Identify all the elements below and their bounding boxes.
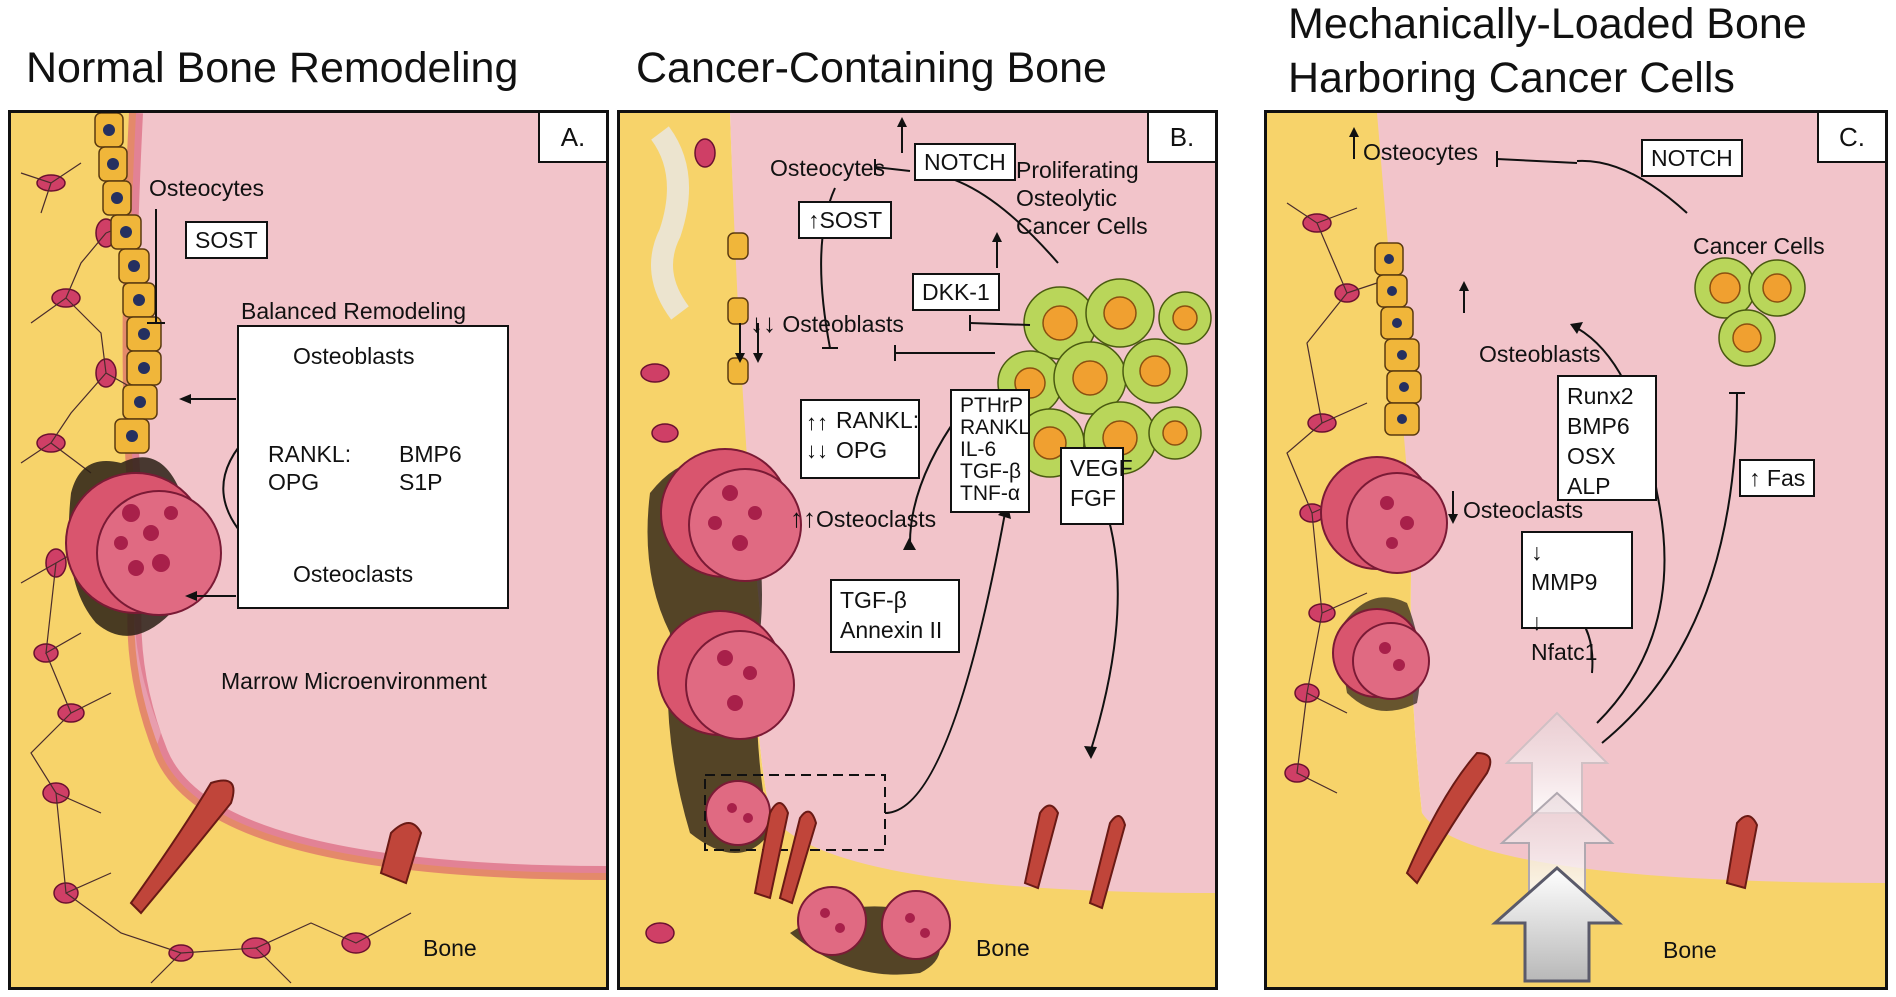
- label-osteoblasts-a: Osteoblasts: [293, 343, 415, 369]
- box-mmp9-nfatc1: ↓ MMP9 ↓ Nfatc1: [1521, 531, 1633, 665]
- label-annexin: Annexin II: [840, 617, 943, 643]
- double-up-arrow-icon: ↑↑: [790, 503, 816, 533]
- blood-vessels: [753, 802, 1127, 910]
- label-opg-a: OPG: [268, 469, 320, 495]
- label-bone-a: Bone: [423, 935, 477, 961]
- box-dkk1: DKK-1: [912, 273, 1000, 311]
- title-loaded-bone-line2: Harboring Cancer Cells: [1288, 54, 1735, 102]
- label-osteocytes-b: Osteocytes: [770, 155, 886, 181]
- label-mmp9-text: MMP9: [1531, 569, 1598, 595]
- label-balanced-remodeling: Balanced Remodeling: [241, 298, 467, 324]
- label-bone-c: Bone: [1663, 937, 1717, 963]
- label-vegf: VEGF: [1070, 455, 1133, 481]
- box-tgfb-annexin: TGF-β Annexin II: [830, 579, 960, 653]
- label-osteoclasts-b: ↑↑Osteoclasts: [790, 505, 936, 532]
- label-osteoclasts-b-text: Osteoclasts: [816, 506, 937, 532]
- label-opg-b: OPG: [836, 437, 888, 463]
- bone-region: [11, 113, 606, 987]
- marker-bmp6: BMP6: [1567, 413, 1630, 439]
- box-notch-b: NOTCH: [914, 143, 1016, 181]
- blood-vessel: [129, 779, 423, 915]
- label-osteoclasts-c: Osteoclasts: [1463, 497, 1584, 523]
- marker-alp: ALP: [1567, 473, 1611, 499]
- panel-c-letter: C.: [1817, 113, 1885, 163]
- label-rankl-b: RANKL:: [836, 407, 920, 433]
- box-sost-a: SOST: [185, 221, 268, 259]
- title-loaded-bone-line1: Mechanically-Loaded Bone: [1288, 0, 1807, 48]
- osteoclast-cells: [1320, 456, 1448, 711]
- title-normal-bone: Normal Bone Remodeling: [26, 44, 519, 92]
- label-cancer-cells-b: Cancer Cells: [1016, 213, 1148, 239]
- osteoclast-cell: [65, 457, 222, 636]
- box-fas: ↑ Fas: [1739, 459, 1816, 497]
- blood-vessels: [1405, 751, 1759, 890]
- up-arrow-icon: ↑: [808, 207, 820, 233]
- box-balanced-remodeling: [237, 325, 509, 609]
- label-osteoblasts-b-text: Osteoblasts: [782, 311, 904, 337]
- label-nfatc1-text: Nfatc1: [1531, 639, 1598, 665]
- label-osteoclasts-a: Osteoclasts: [293, 561, 414, 587]
- down-arrow-icon: ↓: [1531, 609, 1543, 635]
- mechanical-load-arrows: [1491, 711, 1623, 983]
- label-osteocytes-a: Osteocytes: [149, 175, 265, 201]
- osteoblast-cells: [1374, 242, 1422, 436]
- box-rankl-opg-b: RANKL: OPG: [800, 399, 920, 479]
- label-osteolytic: Osteolytic: [1016, 185, 1117, 211]
- title-cancer-bone: Cancer-Containing Bone: [636, 44, 1107, 92]
- osteoblast-cells: [727, 232, 749, 385]
- factor-tnfa: TNF-α: [960, 482, 1020, 505]
- label-tgfb-b: TGF-β: [840, 587, 907, 613]
- cancer-cell-cluster: [1694, 257, 1806, 367]
- label-mmp9: ↓ MMP9: [1531, 537, 1623, 597]
- cancer-cell-cluster: [997, 278, 1212, 478]
- label-nfatc1: ↓ Nfatc1: [1531, 607, 1623, 667]
- panel-a-letter: A.: [538, 113, 606, 163]
- panel-b-illustration: [620, 113, 1215, 987]
- label-fgf: FGF: [1070, 485, 1116, 511]
- label-sost-b: SOST: [819, 207, 883, 233]
- factor-pthrp: PTHrP: [960, 394, 1023, 417]
- label-cancer-cells-c: Cancer Cells: [1693, 233, 1825, 259]
- box-sost-b: ↑SOST: [798, 201, 893, 239]
- factor-rankl: RANKL: [960, 416, 1031, 439]
- panel-b: B. Osteocytes NOTCH Proliferating Osteol…: [617, 110, 1218, 990]
- up-arrow-icon: ↑: [1749, 465, 1761, 491]
- marker-runx2: Runx2: [1567, 383, 1634, 409]
- label-osteoblasts-c: Osteoblasts: [1479, 341, 1601, 367]
- factor-il6: IL-6: [960, 438, 997, 461]
- osteocyte-cells: [640, 138, 716, 944]
- label-bone-b: Bone: [976, 935, 1030, 961]
- panel-a: A. Osteocytes SOST Balanced Remodeling O…: [8, 110, 609, 990]
- label-rankl-a: RANKL:: [268, 441, 352, 467]
- label-s1p-a: S1P: [399, 469, 443, 495]
- label-osteoblasts-b: ↓↓ Osteoblasts: [750, 310, 904, 337]
- box-vegf-fgf: VEGF FGF: [1060, 447, 1133, 525]
- box-factors-b: PTHrP RANKL IL-6 TGF-β TNF-α: [950, 389, 1030, 513]
- down-arrow-icon: ↓: [1531, 539, 1543, 565]
- label-marrow-microenvironment: Marrow Microenvironment: [221, 668, 487, 694]
- updown-arrows-icon: ↑↑↓↓: [806, 410, 828, 463]
- factor-tgfb: TGF-β: [960, 460, 1022, 483]
- label-bmp6-a: BMP6: [399, 441, 462, 467]
- label-proliferating: Proliferating: [1016, 157, 1139, 183]
- label-osteocytes-c: Osteocytes: [1363, 139, 1479, 165]
- panel-b-letter: B.: [1147, 113, 1215, 163]
- double-down-arrow-icon: ↓↓: [750, 308, 776, 338]
- box-notch-c: NOTCH: [1641, 139, 1743, 177]
- panel-c: C. Osteocytes NOTCH Cancer Cells Osteobl…: [1264, 110, 1888, 990]
- osteoclast-cells: [657, 448, 951, 960]
- label-fas: Fas: [1766, 465, 1806, 491]
- marker-osx: OSX: [1567, 443, 1616, 469]
- box-markers-c: Runx2 BMP6 OSX ALP: [1557, 375, 1657, 501]
